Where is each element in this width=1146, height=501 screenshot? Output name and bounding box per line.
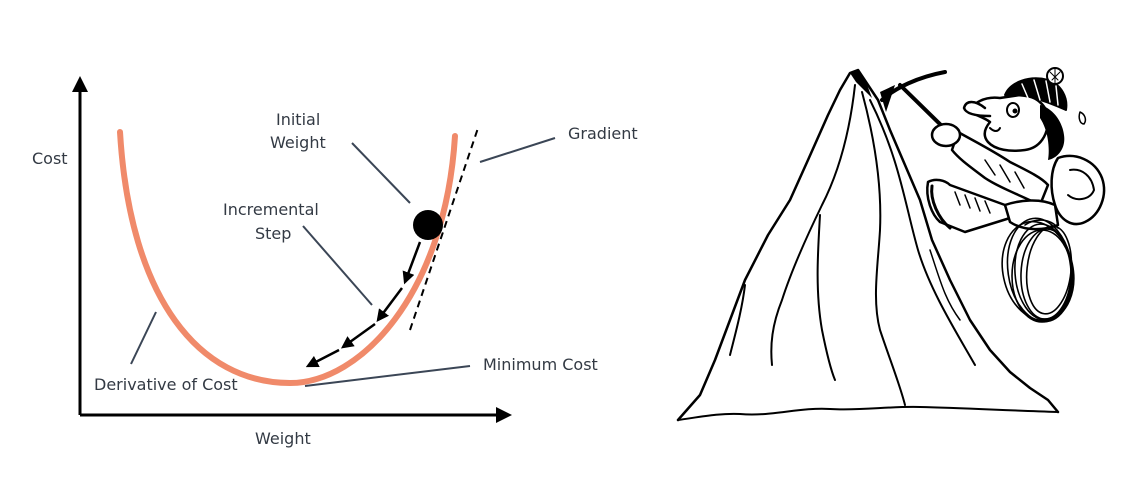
gradient-label: Gradient (568, 124, 638, 143)
initial-weight-label-line2: Weight (270, 133, 326, 152)
incremental-step-label-line1: Incremental (223, 200, 319, 219)
knit-cap (1004, 77, 1068, 111)
mountain-ridge-4 (729, 284, 746, 356)
incremental-step-label-line2: Step (255, 224, 291, 243)
mountain-climber-illustration (676, 67, 1106, 422)
backpack-pocket (1067, 168, 1095, 201)
gradient-leader (479, 137, 556, 163)
initial-weight-ball (413, 210, 443, 240)
x-axis-label: Weight (255, 429, 311, 448)
incremental-step-arrows (305, 241, 422, 368)
climber-pupil (1012, 108, 1018, 114)
cost-curve (117, 129, 458, 387)
step-arrow-3 (340, 322, 376, 349)
pompom-texture (1049, 68, 1061, 84)
ice-axe-handle (898, 83, 948, 132)
climber-hair (1040, 105, 1065, 160)
sleeve-stripes (984, 159, 1025, 189)
boot-sole (930, 184, 952, 230)
mountain-ridge-3 (869, 99, 976, 366)
initial-weight-label-line1: Initial (276, 110, 320, 129)
climber-leg (1003, 199, 1060, 231)
coiled-rope (1001, 217, 1075, 323)
backpack (1050, 154, 1106, 226)
step-arrow-2 (376, 287, 403, 322)
mountain-peak-fill (850, 70, 872, 98)
incremental-step-leader (302, 225, 373, 306)
cap-stripes (1021, 79, 1059, 106)
climber-mouth (989, 127, 1001, 132)
ice-axe-tip (880, 85, 895, 112)
step-arrow-4 (305, 348, 340, 368)
climber-face (968, 93, 1050, 152)
initial-weight-leader (351, 142, 411, 204)
y-axis-arrowhead (72, 76, 88, 92)
derivative-of-cost-label: Derivative of Cost (94, 375, 238, 394)
minimum-cost-label: Minimum Cost (483, 355, 598, 374)
climber-nose (962, 100, 992, 118)
x-axis-arrowhead (496, 407, 512, 423)
mountain-base (677, 405, 1059, 421)
climber-hand (930, 122, 962, 148)
derivative-leader (130, 311, 157, 365)
mountain-ridge-5 (816, 214, 836, 381)
mountain-ridge-2 (861, 91, 906, 406)
step-arrow-1 (402, 241, 422, 285)
mountain-ridge-1 (770, 84, 856, 366)
mountain-ridge-6 (929, 249, 961, 321)
boot-laces (954, 191, 991, 214)
sweat-drop (1078, 111, 1087, 125)
y-axis-label: Cost (32, 149, 68, 168)
gradient-descent-diagram: Cost Weight Initial Weight Incremental S… (32, 76, 638, 448)
minimum-cost-leader (304, 365, 471, 387)
